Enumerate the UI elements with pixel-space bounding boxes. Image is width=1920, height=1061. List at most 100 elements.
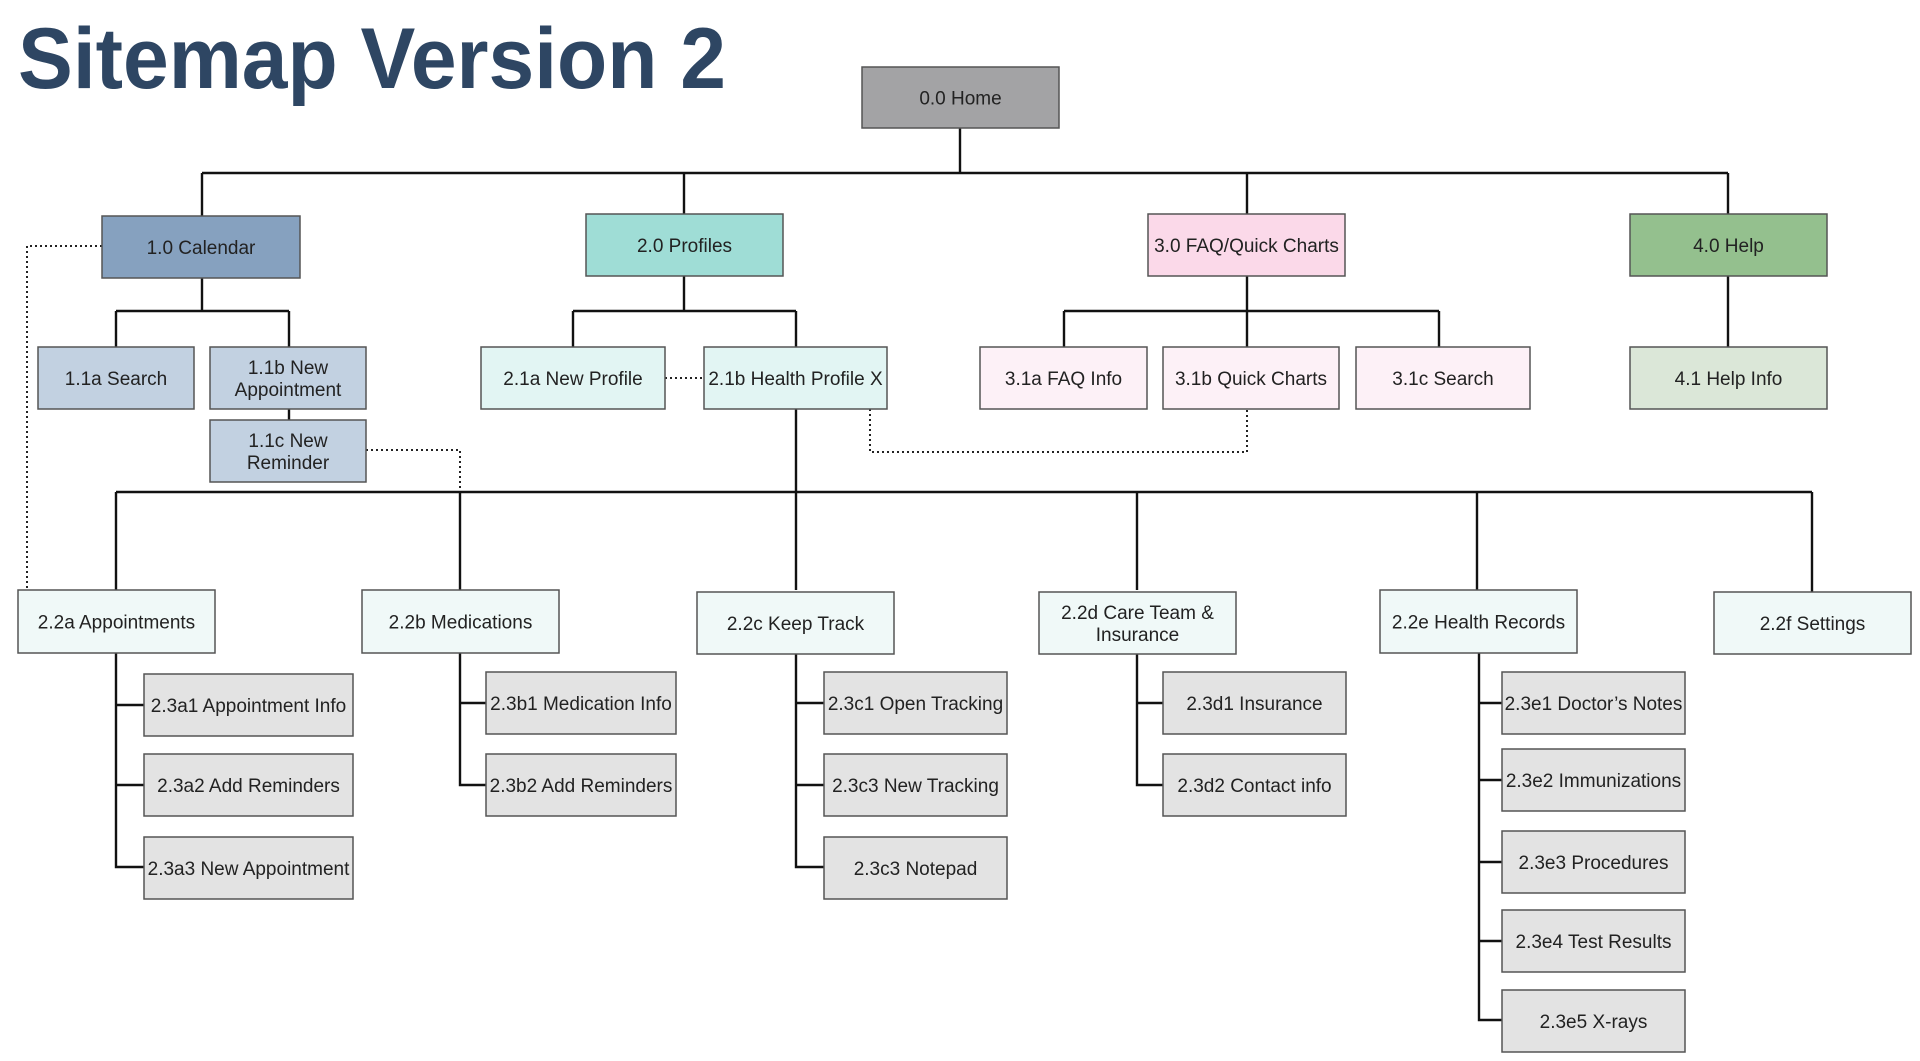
- node-label: 2.3e2 Immunizations: [1506, 771, 1681, 792]
- node-box: [143, 753, 354, 817]
- node-label: 3.1c Search: [1392, 369, 1493, 390]
- node-box: [585, 213, 784, 277]
- node-box: [485, 671, 677, 735]
- node-faq-info-3-1a: 3.1a FAQ Info: [979, 346, 1148, 410]
- node-settings-2-2f: 2.2f Settings: [1713, 591, 1912, 655]
- node-open-tracking-2-3c1: 2.3c1 Open Tracking: [823, 671, 1008, 735]
- node-box: [1379, 589, 1578, 654]
- node-label: 4.1 Help Info: [1675, 369, 1783, 390]
- node-box: [209, 419, 367, 483]
- node-label: 2.3e3 Procedures: [1519, 853, 1669, 874]
- node-box: [979, 346, 1148, 410]
- node-calendar: 1.0 Calendar: [101, 215, 301, 279]
- node-box: [823, 836, 1008, 900]
- node-medication-info-2-3b1: 2.3b1 Medication Info: [485, 671, 677, 735]
- node-quick-charts-3-1b: 3.1b Quick Charts: [1162, 346, 1340, 410]
- page-title: Sitemap Version 2: [18, 11, 726, 107]
- node-label: 3.1a FAQ Info: [1005, 369, 1122, 390]
- node-appointments-2-2a: 2.2a Appointments: [17, 589, 216, 654]
- node-immunizations-2-3e2: 2.3e2 Immunizations: [1501, 748, 1686, 812]
- node-box: [1629, 346, 1828, 410]
- node-box: [143, 673, 354, 737]
- node-faq-quick-charts: 3.0 FAQ/Quick Charts: [1147, 213, 1346, 277]
- node-box: [1162, 671, 1347, 735]
- node-label: 1.1b New: [248, 358, 329, 379]
- node-search-1a: 1.1a Search: [37, 346, 195, 410]
- node-box: [1147, 213, 1346, 277]
- node-label: 2.3a2 Add Reminders: [157, 776, 340, 797]
- node-label: 3.1b Quick Charts: [1175, 369, 1327, 390]
- node-health-records-2-2e: 2.2e Health Records: [1379, 589, 1578, 654]
- node-xrays-2-3e5: 2.3e5 X-rays: [1501, 989, 1686, 1053]
- node-box: [1501, 830, 1686, 894]
- node-insurance-2-3d1: 2.3d1 Insurance: [1162, 671, 1347, 735]
- node-label: 2.3d2 Contact info: [1177, 776, 1331, 797]
- node-doctors-notes-2-3e1: 2.3e1 Doctor’s Notes: [1501, 671, 1686, 735]
- node-box: [1162, 346, 1340, 410]
- node-appt-info-2-3a1: 2.3a1 Appointment Info: [143, 673, 354, 737]
- node-box: [361, 589, 560, 654]
- node-label: 2.2e Health Records: [1392, 613, 1565, 634]
- node-label: 0.0 Home: [919, 89, 1001, 110]
- node-label: 2.2c Keep Track: [727, 614, 865, 635]
- node-procedures-2-3e3: 2.3e3 Procedures: [1501, 830, 1686, 894]
- node-label: 2.2d Care Team &: [1061, 603, 1214, 624]
- node-box: [1713, 591, 1912, 655]
- node-box: [1629, 213, 1828, 277]
- node-label: 3.0 FAQ/Quick Charts: [1154, 236, 1339, 257]
- node-new-profile-2-1a: 2.1a New Profile: [480, 346, 666, 410]
- node-profiles: 2.0 Profiles: [585, 213, 784, 277]
- node-box: [1038, 591, 1237, 655]
- node-label: 2.3d1 Insurance: [1186, 694, 1322, 715]
- node-notepad-2-3c3: 2.3c3 Notepad: [823, 836, 1008, 900]
- node-label: 2.0 Profiles: [637, 236, 732, 257]
- node-box: [17, 589, 216, 654]
- node-box: [1501, 671, 1686, 735]
- node-medications-2-2b: 2.2b Medications: [361, 589, 560, 654]
- node-help-info: 4.1 Help Info: [1629, 346, 1828, 410]
- node-box: [696, 591, 895, 655]
- node-box: [861, 66, 1060, 129]
- node-new-tracking-2-3c3: 2.3c3 New Tracking: [823, 753, 1008, 817]
- node-add-reminders-2-3a2: 2.3a2 Add Reminders: [143, 753, 354, 817]
- node-label: 2.3e4 Test Results: [1516, 932, 1672, 953]
- node-box: [1501, 748, 1686, 812]
- node-contact-info-2-3d2: 2.3d2 Contact info: [1162, 753, 1347, 817]
- node-box: [480, 346, 666, 410]
- node-box: [823, 671, 1008, 735]
- node-box: [1162, 753, 1347, 817]
- node-label: 2.2a Appointments: [38, 613, 195, 634]
- cross-links: [26, 245, 1248, 590]
- node-label: 2.3a1 Appointment Info: [151, 696, 346, 717]
- node-label: 2.3c3 Notepad: [854, 859, 978, 880]
- node-label: 2.3b2 Add Reminders: [490, 776, 673, 797]
- node-search-3-1c: 3.1c Search: [1355, 346, 1531, 410]
- node-box: [101, 215, 301, 279]
- node-health-profile-2-1b: 2.1b Health Profile X: [703, 346, 888, 410]
- node-label: 4.0 Help: [1693, 236, 1764, 257]
- node-label: 2.3e5 X-rays: [1540, 1012, 1648, 1033]
- node-box: [37, 346, 195, 410]
- node-label: 2.3c1 Open Tracking: [828, 694, 1003, 715]
- node-label: 1.0 Calendar: [147, 238, 256, 259]
- node-label: 2.3e1 Doctor’s Notes: [1505, 694, 1683, 715]
- node-home: 0.0 Home: [861, 66, 1060, 129]
- node-label: 1.1c New: [248, 431, 327, 452]
- node-label: 2.1a New Profile: [503, 369, 642, 390]
- node-new-appointment-2-3a3: 2.3a3 New Appointment: [143, 836, 354, 900]
- node-label: 2.1b Health Profile X: [708, 369, 883, 390]
- node-box: [1355, 346, 1531, 410]
- connector-lines: [114, 128, 1814, 1022]
- node-box: [823, 753, 1008, 817]
- node-label: Insurance: [1096, 625, 1179, 646]
- node-box: [703, 346, 888, 410]
- node-label: Appointment: [235, 380, 342, 401]
- node-box: [1501, 909, 1686, 973]
- node-box: [485, 753, 677, 817]
- node-box: [209, 346, 367, 410]
- node-help: 4.0 Help: [1629, 213, 1828, 277]
- node-add-reminders-2-3b2: 2.3b2 Add Reminders: [485, 753, 677, 817]
- node-label: Reminder: [247, 453, 330, 474]
